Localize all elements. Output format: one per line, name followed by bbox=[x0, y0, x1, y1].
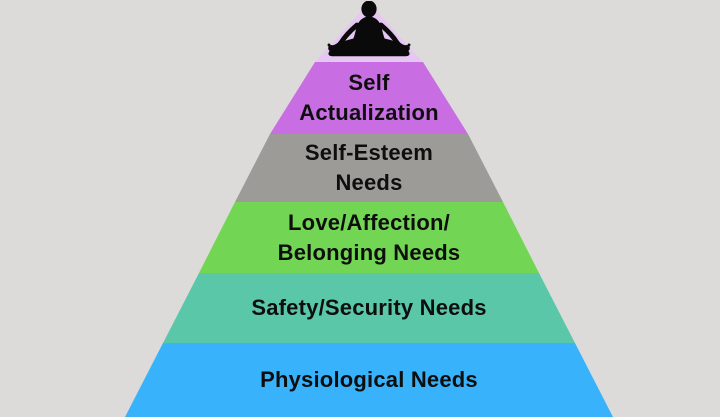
pyramid-level-self-esteem: Self-Esteem Needs bbox=[125, 134, 613, 202]
label-line: Needs bbox=[335, 170, 403, 195]
pyramid-level-love-affection-belonging: Love/Affection/ Belonging Needs bbox=[125, 202, 613, 273]
label-line: Safety/Security Needs bbox=[251, 295, 487, 320]
label-line: Actualization bbox=[299, 100, 439, 125]
level-label-physiological: Physiological Needs bbox=[260, 365, 478, 395]
label-line: Physiological Needs bbox=[260, 367, 478, 392]
label-line: Belonging Needs bbox=[277, 239, 461, 265]
level-label-self-esteem: Self-Esteem Needs bbox=[305, 138, 433, 198]
pyramid-level-physiological: Physiological Needs bbox=[125, 343, 613, 417]
level-label-love-affection-belonging: Love/Affection/ Belonging Needs bbox=[278, 208, 461, 268]
pyramid-level-safety-security: Safety/Security Needs bbox=[125, 273, 613, 343]
meditation-person-shapes bbox=[327, 1, 411, 57]
level-label-self-actualization: Self Actualization bbox=[299, 68, 439, 128]
label-line: Love/Affection/ bbox=[288, 209, 450, 235]
label-line: Self-Esteem bbox=[304, 140, 434, 165]
pyramid: Self Actualization Self-Esteem Needs Lov… bbox=[125, 3, 613, 417]
pyramid-level-self-actualization: Self Actualization bbox=[125, 62, 613, 134]
meditation-person-icon bbox=[327, 1, 411, 57]
label-line: Self bbox=[348, 70, 390, 95]
level-label-safety-security: Safety/Security Needs bbox=[251, 293, 486, 323]
